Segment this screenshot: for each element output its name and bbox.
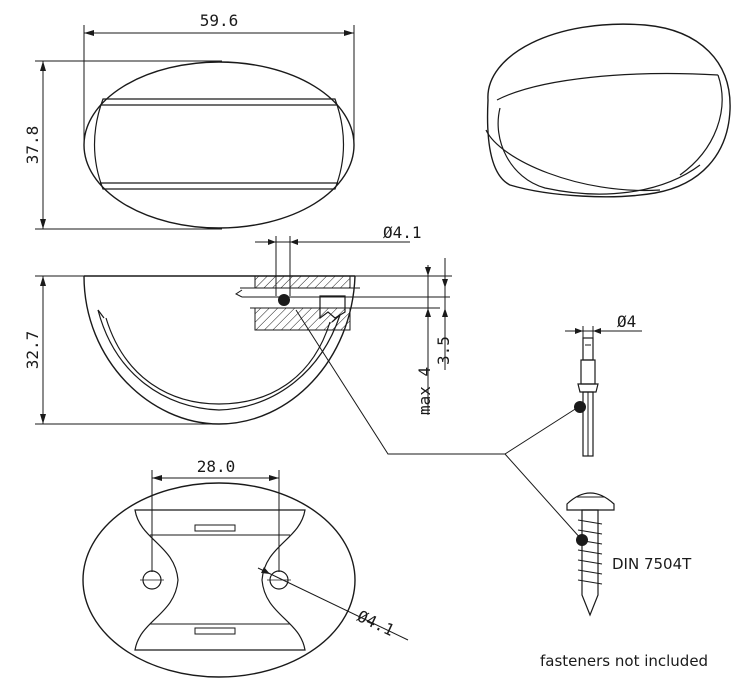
bottom-view-cutout bbox=[134, 509, 306, 651]
leader-lines bbox=[295, 309, 583, 541]
side-view: Ø4.1 max 4 3.5 32.7 bbox=[23, 223, 453, 425]
screw-standard-label: DIN 7504T bbox=[612, 555, 692, 573]
dim-height: 37.8 bbox=[23, 126, 42, 165]
top-view: 59.6 37.8 bbox=[23, 11, 355, 230]
fastener-marker-rivet bbox=[574, 401, 586, 413]
screw: DIN 7504T bbox=[566, 492, 692, 617]
rivet: Ø4 bbox=[565, 312, 642, 457]
dim-hole-spacing: 28.0 bbox=[197, 457, 236, 476]
side-view-outline bbox=[83, 275, 356, 425]
iso-outline bbox=[486, 23, 731, 198]
section-plate-top bbox=[254, 275, 351, 289]
dim-min-thickness: 3.5 bbox=[434, 336, 453, 365]
dim-max-thickness: max 4 bbox=[415, 367, 434, 415]
fastener-marker-section bbox=[278, 294, 290, 306]
fasteners-note: fasteners not included bbox=[540, 652, 708, 670]
dim-width: 59.6 bbox=[200, 11, 239, 30]
iso-rim bbox=[679, 74, 723, 176]
fastener-marker-screw bbox=[576, 534, 588, 546]
bottom-view-outline bbox=[82, 482, 356, 678]
iso-lens-edge-2 bbox=[485, 129, 661, 192]
side-view-inner bbox=[97, 309, 341, 411]
dim-hole-diameter-top: Ø4.1 bbox=[383, 223, 422, 242]
iso-face bbox=[497, 107, 701, 195]
dim-side-height: 32.7 bbox=[23, 331, 42, 370]
section-plate-bottom bbox=[254, 307, 351, 331]
bottom-view: 28.0 Ø4.1 bbox=[82, 457, 409, 678]
dim-rivet-diameter: Ø4 bbox=[617, 312, 636, 331]
dim-hole-diameter-bottom: Ø4.1 bbox=[354, 606, 397, 640]
top-view-outline bbox=[83, 61, 355, 229]
top-view-lens bbox=[93, 98, 345, 190]
iso-lens-edge bbox=[496, 72, 719, 101]
isometric-view bbox=[485, 23, 731, 198]
